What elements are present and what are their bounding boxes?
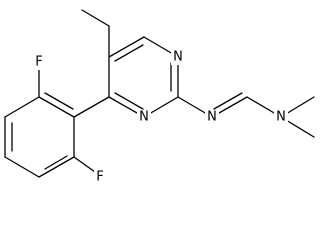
atom-label-n3: N [139,110,149,125]
bond-ar6-f-bottom [73,156,96,173]
bond-ar2-ar3 [4,96,40,118]
atom-label-n-imine: N [207,110,217,125]
bond-ar4-ar5 [4,156,40,178]
bond-ar5-ar6 [38,156,75,178]
bond-ar1-ar2 [38,96,75,118]
bond-c4-aryl [73,96,110,118]
difluorophenyl-ring [4,67,110,178]
atom-label-n1: N [173,50,183,65]
atom-label-n-amine: N [276,110,286,125]
amidine-chain [177,92,315,138]
bond-n3-c4-inner [114,92,144,110]
pyrimidine-ring [108,36,179,118]
bond-c5-c6 [108,36,145,58]
ethyl-group [81,9,110,58]
atom-labels: N N N N F F [33,50,288,185]
bond-ar5-ar6-inner [44,155,68,170]
bond-ar1-ar2-inner [44,92,74,110]
bond-c5-c6-inner [114,44,144,62]
chemical-structure-diagram: N N N N F F [4,9,315,185]
bond-n-imine-ch-inner [213,92,243,110]
atom-label-f-bottom: F [96,170,103,185]
bond-ethyl-ch3-ch2 [81,9,110,27]
atom-label-f-top: F [35,55,42,70]
